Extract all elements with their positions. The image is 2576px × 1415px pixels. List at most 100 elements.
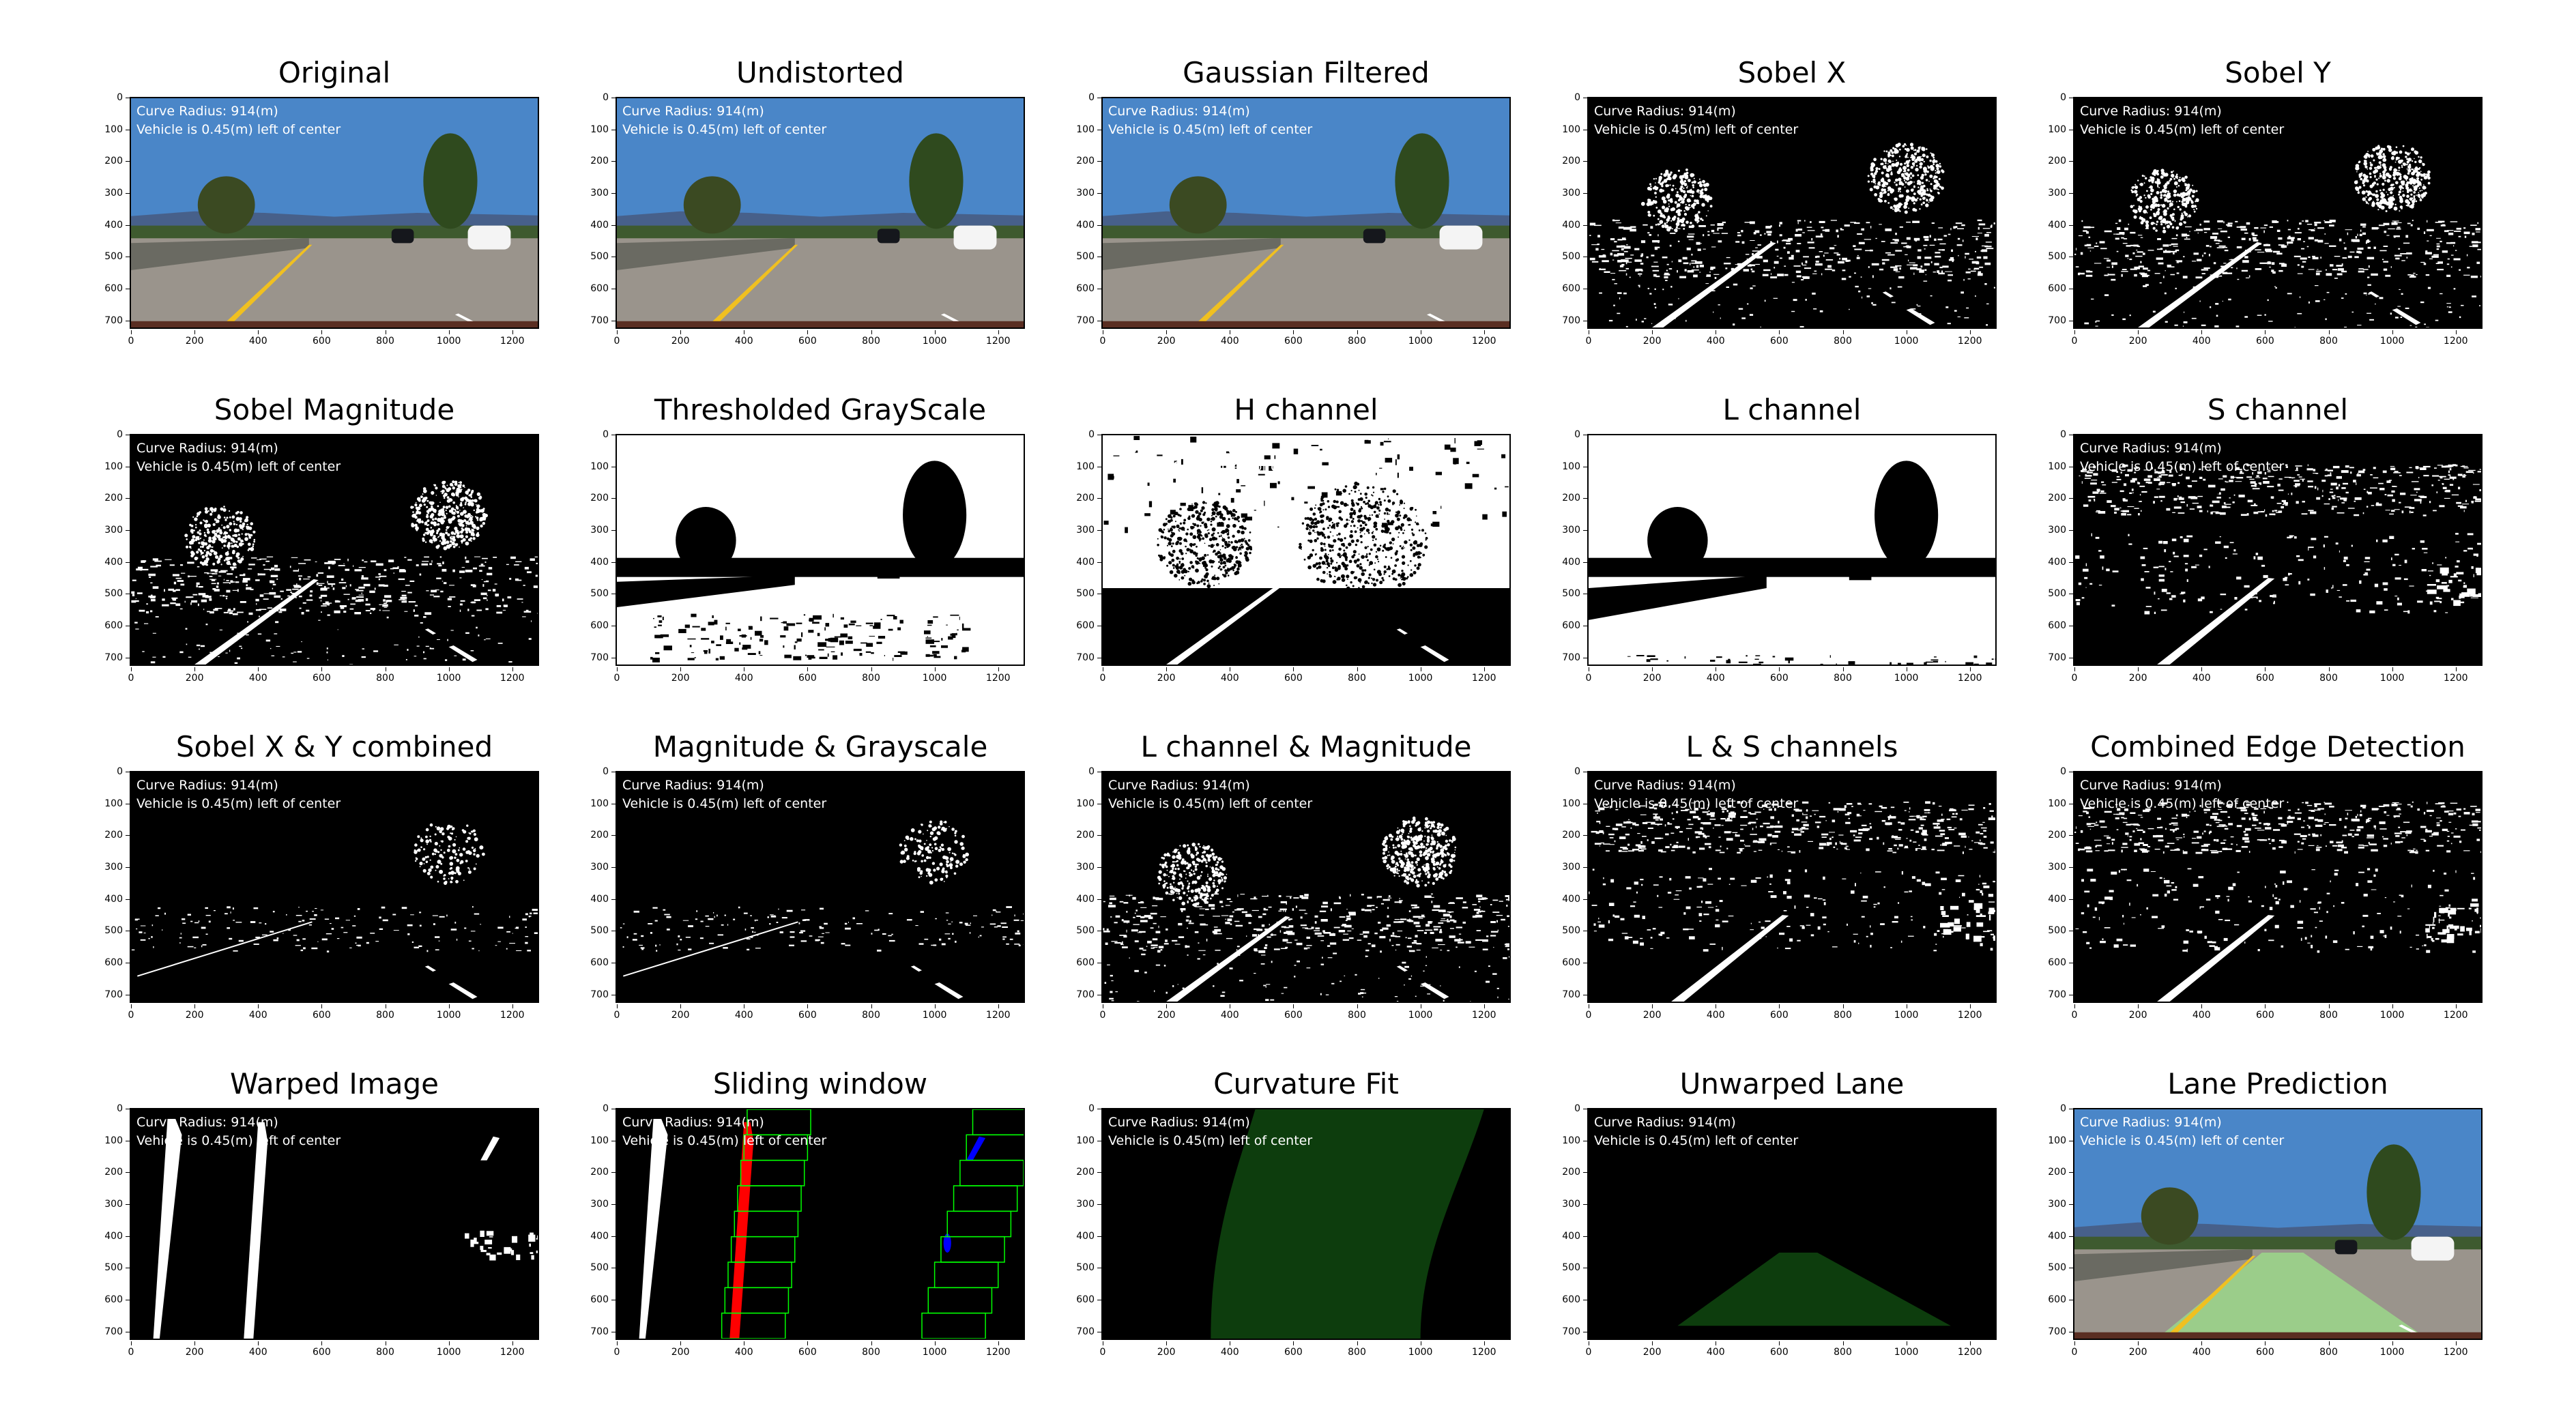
y-tick-label: 600 bbox=[96, 283, 130, 294]
x-tick-label: 600 bbox=[2244, 667, 2285, 684]
road-edges bbox=[134, 614, 532, 665]
x-tick-label: 1000 bbox=[914, 1341, 955, 1358]
y-tick-label: 100 bbox=[1553, 124, 1587, 135]
x-tick-label: 400 bbox=[1695, 330, 1736, 347]
x-tick-label: 800 bbox=[851, 1341, 892, 1358]
x-tick-label: 600 bbox=[301, 1341, 342, 1358]
x-tick-label: 0 bbox=[1568, 667, 1609, 684]
lane-fill-unwarped bbox=[1677, 1253, 1951, 1326]
y-tick-label: 0 bbox=[581, 1103, 616, 1114]
black-background bbox=[131, 772, 538, 1002]
tree-left bbox=[1169, 176, 1227, 234]
y-tick-label: 600 bbox=[581, 283, 616, 294]
x-tick-label: 1000 bbox=[1886, 330, 1927, 347]
white-car bbox=[467, 225, 511, 250]
x-tick-label: 400 bbox=[237, 667, 278, 684]
tree-speckle bbox=[1591, 801, 1995, 854]
x-tick-label: 1000 bbox=[1400, 1341, 1441, 1358]
x-tick-label: 1000 bbox=[2372, 1341, 2413, 1358]
y-tick-label: 600 bbox=[1553, 283, 1587, 294]
y-tick-label: 200 bbox=[581, 493, 616, 504]
x-tick-label: 400 bbox=[237, 1004, 278, 1021]
car-speckle bbox=[2426, 567, 2481, 607]
y-tick-label: 100 bbox=[96, 798, 130, 809]
tree-silhouette bbox=[1589, 461, 1995, 577]
x-tick-label: 1200 bbox=[2435, 1341, 2476, 1358]
y-tick-label: 700 bbox=[581, 315, 616, 326]
x-tick-label: 1000 bbox=[429, 330, 469, 347]
yellow-lane-line bbox=[706, 244, 798, 327]
y-tick-label: 500 bbox=[1553, 1262, 1587, 1273]
x-tick-label: 200 bbox=[174, 1004, 215, 1021]
y-tick-label: 200 bbox=[2039, 830, 2073, 841]
y-tick-label: 600 bbox=[1067, 283, 1101, 294]
x-tick-label: 0 bbox=[596, 330, 637, 347]
x-tick-label: 1200 bbox=[978, 1004, 1019, 1021]
horizon-edges bbox=[131, 556, 538, 615]
x-tick-label: 0 bbox=[596, 1004, 637, 1021]
y-tick-label: 500 bbox=[581, 1262, 616, 1273]
panel-image-canvas bbox=[1103, 772, 1509, 1002]
dark-car bbox=[1849, 566, 1872, 581]
dark-car bbox=[2334, 1240, 2358, 1255]
y-tick-label: 500 bbox=[2039, 588, 2073, 599]
x-tick-label: 200 bbox=[1632, 1004, 1673, 1021]
y-tick-label: 700 bbox=[581, 652, 616, 663]
x-tick-label: 600 bbox=[1759, 1341, 1799, 1358]
x-tick-label: 600 bbox=[301, 330, 342, 347]
x-tick-label: 0 bbox=[111, 1004, 151, 1021]
left-lane-edge bbox=[1652, 242, 1776, 327]
left-lane-edge bbox=[137, 921, 313, 977]
y-tick-label: 0 bbox=[96, 766, 130, 777]
x-tick-label: 400 bbox=[723, 1004, 764, 1021]
x-tick-label: 1000 bbox=[1400, 330, 1441, 347]
y-tick-label: 500 bbox=[1067, 925, 1101, 936]
y-tick-label: 100 bbox=[2039, 1135, 2073, 1146]
car-hood bbox=[131, 321, 538, 327]
y-tick-label: 400 bbox=[581, 557, 616, 568]
left-lane-line bbox=[1166, 579, 1290, 665]
panel-image-canvas bbox=[617, 98, 1024, 327]
horizon-edges bbox=[131, 906, 538, 952]
panel-image-canvas bbox=[1103, 1109, 1509, 1339]
black-background bbox=[617, 772, 1024, 1002]
x-tick-label: 1000 bbox=[429, 667, 469, 684]
y-tick-label: 600 bbox=[581, 957, 616, 968]
x-tick-label: 1000 bbox=[2372, 667, 2413, 684]
left-lane-line bbox=[2157, 578, 2275, 665]
right-lane-warped-speckle bbox=[465, 1230, 538, 1261]
panel-image: Curve Radius: 914(m)Vehicle is 0.45(m) l… bbox=[616, 771, 1025, 1003]
panel-image: Curve Radius: 914(m)Vehicle is 0.45(m) l… bbox=[1101, 771, 1511, 1003]
panel-title: Sobel X & Y combined bbox=[175, 730, 493, 763]
x-tick-label: 600 bbox=[2244, 1004, 2285, 1021]
y-tick-label: 700 bbox=[2039, 315, 2073, 326]
tree-edges-left bbox=[184, 506, 256, 566]
y-tick-label: 700 bbox=[96, 315, 130, 326]
x-tick-label: 200 bbox=[660, 667, 701, 684]
panel-title: Unwarped Lane bbox=[1679, 1067, 1905, 1100]
y-tick-label: 200 bbox=[581, 830, 616, 841]
y-tick-label: 700 bbox=[96, 1326, 130, 1337]
y-tick-label: 100 bbox=[96, 124, 130, 135]
x-tick-label: 200 bbox=[1146, 667, 1187, 684]
tree-right bbox=[909, 133, 964, 229]
y-tick-label: 500 bbox=[96, 251, 130, 262]
y-tick-label: 0 bbox=[1553, 766, 1587, 777]
panel-title: Curvature Fit bbox=[1213, 1067, 1399, 1100]
y-tick-label: 200 bbox=[1553, 1167, 1587, 1178]
panel-image: Curve Radius: 914(m)Vehicle is 0.45(m) l… bbox=[616, 1108, 1025, 1340]
x-tick-label: 200 bbox=[1632, 667, 1673, 684]
x-tick-label: 1200 bbox=[1464, 1004, 1505, 1021]
x-tick-label: 400 bbox=[723, 330, 764, 347]
x-tick-label: 0 bbox=[596, 1341, 637, 1358]
y-tick-label: 300 bbox=[1067, 862, 1101, 873]
tree-speckle bbox=[2079, 464, 2481, 517]
x-tick-label: 1200 bbox=[2435, 330, 2476, 347]
y-tick-label: 600 bbox=[1553, 620, 1587, 631]
right-lane-pixels-top bbox=[966, 1136, 986, 1161]
y-tick-label: 700 bbox=[1553, 315, 1587, 326]
x-tick-label: 200 bbox=[660, 1004, 701, 1021]
